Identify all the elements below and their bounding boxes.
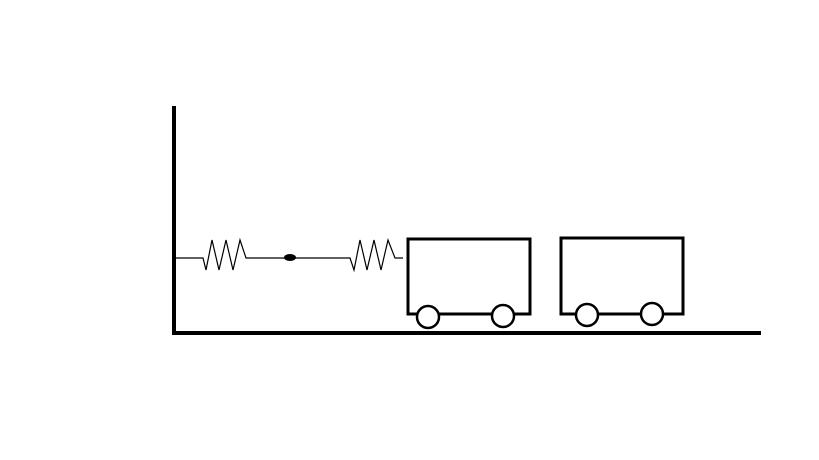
cart-1	[406, 237, 532, 330]
cart-2-wheel-left	[574, 302, 600, 328]
cart-1-wheel-left	[415, 304, 441, 330]
joint-mass	[284, 254, 296, 261]
cart-1-wheel-right	[490, 303, 516, 329]
cart-2	[559, 236, 685, 328]
spring-1	[176, 237, 285, 271]
cart-2-body	[559, 236, 685, 316]
cart-2-wheel-right	[639, 301, 665, 327]
spring-2	[295, 237, 403, 273]
cart-1-body	[406, 237, 532, 316]
